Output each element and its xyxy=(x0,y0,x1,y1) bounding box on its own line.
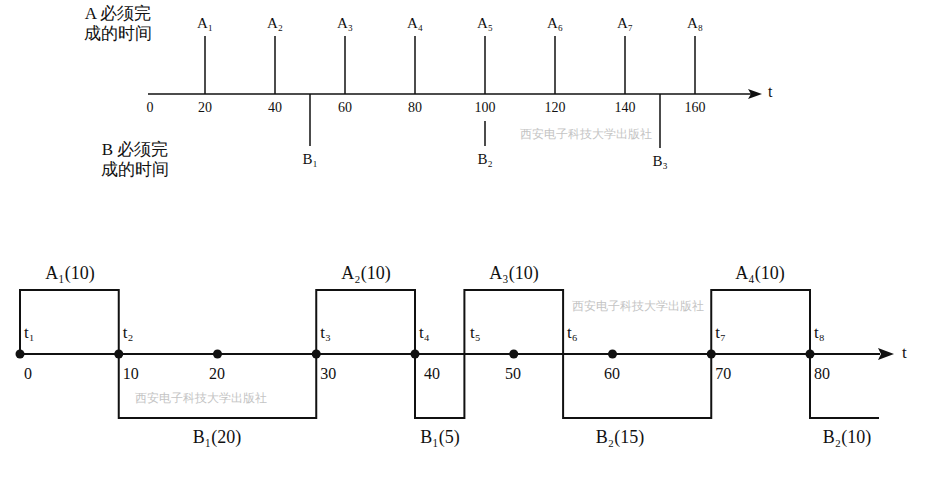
deadline-name: A₄ xyxy=(407,16,423,31)
time-dots xyxy=(16,350,815,359)
deadline-name: A₁ xyxy=(197,16,213,31)
task-slice: B₂(10) xyxy=(823,428,871,446)
tick-value: 60 xyxy=(338,101,352,115)
axis-name: t xyxy=(902,344,907,361)
task-slice: B₂(15) xyxy=(596,428,644,446)
task-slice: B₁(5) xyxy=(420,428,459,446)
tick-value: 160 xyxy=(685,101,706,115)
time-point: t₃ xyxy=(320,324,331,341)
tick-value: 80 xyxy=(814,366,830,382)
axis-arrowhead xyxy=(748,89,762,99)
tick-value: 120 xyxy=(545,101,566,115)
task-slice: A₁(10) xyxy=(45,264,94,282)
task-slice: A₄(10) xyxy=(735,264,784,282)
tick-value: 140 xyxy=(615,101,636,115)
tick-value: 40 xyxy=(424,366,440,382)
tick-value: 70 xyxy=(715,366,731,382)
task-slice: B₁(20) xyxy=(193,428,241,446)
deadline-name: B₃ xyxy=(652,154,667,169)
time-point: t₇ xyxy=(715,324,726,341)
tick-value: 50 xyxy=(505,366,521,382)
deadline-name: B₁ xyxy=(302,152,317,167)
time-point: t₄ xyxy=(419,324,430,341)
deadline-name: A₇ xyxy=(617,16,633,31)
tick-value: 20 xyxy=(198,101,212,115)
time-point: t₁ xyxy=(24,324,35,341)
tick-value: 0 xyxy=(147,101,154,115)
tick-value: 40 xyxy=(268,101,282,115)
time-point: t₅ xyxy=(470,324,481,341)
deadline-name: A₆ xyxy=(547,16,563,31)
tick-value: 0 xyxy=(24,366,32,382)
tick-value: 60 xyxy=(604,366,620,382)
task-slice: A₃(10) xyxy=(489,264,538,282)
deadline-name: A₃ xyxy=(337,16,353,31)
row-heading: A 必须完 成的时间 xyxy=(81,4,155,43)
tick-value: 20 xyxy=(209,366,225,382)
axis-name: t xyxy=(768,84,772,100)
watermark: 西安电子科技大学出版社 xyxy=(572,300,704,312)
watermark: 西安电子科技大学出版社 xyxy=(135,392,267,404)
task-slice: A₂(10) xyxy=(341,264,390,282)
time-point: t₂ xyxy=(123,324,134,341)
time-point: t₈ xyxy=(814,324,825,341)
top-axis xyxy=(148,36,752,148)
bottom-axis xyxy=(20,348,894,360)
deadline-name: A₅ xyxy=(477,16,493,31)
deadline-name: A₈ xyxy=(687,16,703,31)
time-point: t₆ xyxy=(567,324,578,341)
tick-value: 30 xyxy=(320,366,336,382)
tick-value: 80 xyxy=(408,101,422,115)
deadline-name: B₂ xyxy=(477,152,492,167)
tick-value: 100 xyxy=(475,101,496,115)
deadline-name: A₂ xyxy=(267,16,283,31)
row-heading: B 必须完 成的时间 xyxy=(98,140,172,179)
watermark: 西安电子科技大学出版社 xyxy=(520,128,652,140)
tick-value: 10 xyxy=(123,366,139,382)
waveform xyxy=(20,290,879,418)
